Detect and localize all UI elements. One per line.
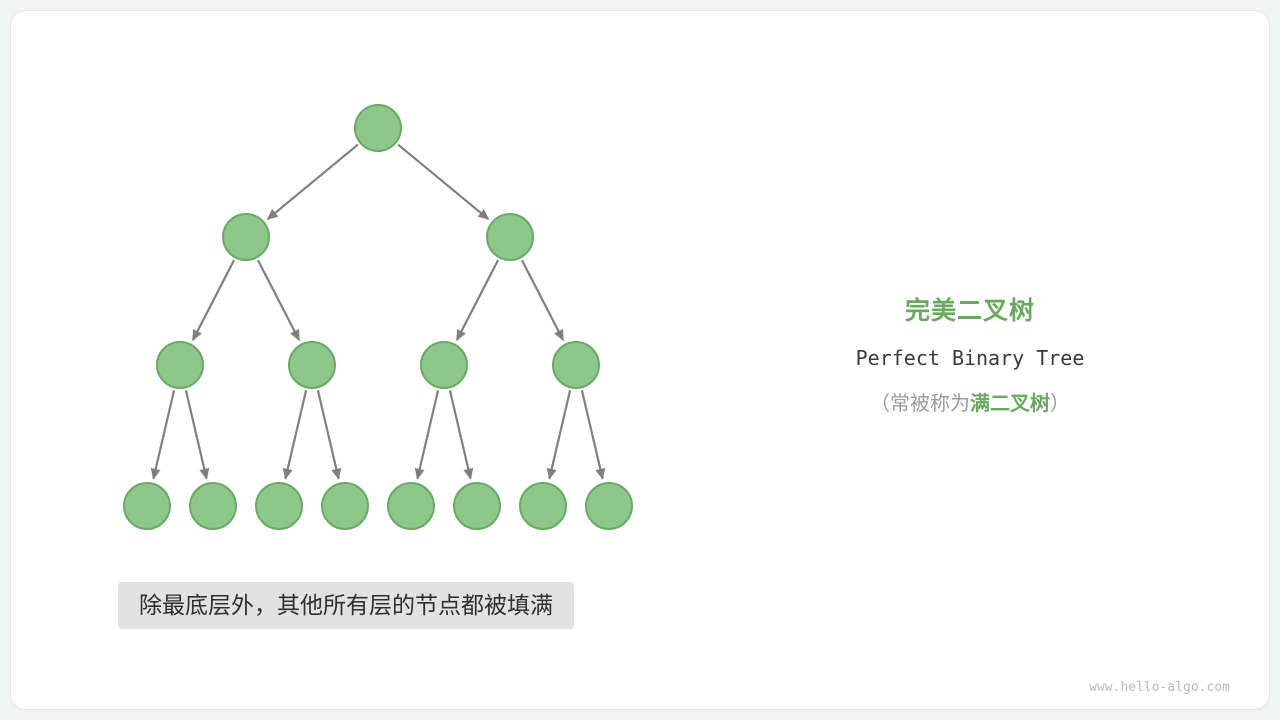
tree-edge: [150, 390, 176, 480]
tree-node: [222, 213, 270, 261]
tree-edge: [184, 390, 210, 480]
tree-node: [255, 482, 303, 530]
tree-edge: [546, 390, 572, 480]
tree-node: [519, 482, 567, 530]
tree-node: [420, 341, 468, 389]
caption-label: 除最底层外，其他所有层的节点都被填满: [118, 582, 574, 629]
note-prefix: （常被称为: [870, 393, 970, 415]
tree-node: [453, 482, 501, 530]
tree-edge: [448, 390, 474, 480]
note-suffix: ）: [1050, 393, 1070, 415]
tree-node: [321, 482, 369, 530]
tree-node: [156, 341, 204, 389]
tree-node: [123, 482, 171, 530]
diagram-title: 完美二叉树: [904, 297, 1035, 325]
tree-edge: [580, 390, 606, 480]
tree-edge: [316, 390, 342, 480]
tree-edge: [397, 143, 490, 221]
tree-node: [354, 104, 402, 152]
watermark-url: www.hello-algo.com: [1089, 680, 1230, 695]
tree-node: [288, 341, 336, 389]
diagram-subtitle-english: Perfect Binary Tree: [855, 346, 1085, 370]
tree-edge: [282, 390, 308, 480]
tree-node: [486, 213, 534, 261]
side-text-block: 完美二叉树 Perfect Binary Tree （常被称为满二叉树）: [790, 296, 1150, 418]
tree-edge: [191, 259, 236, 342]
tree-edge: [266, 143, 359, 221]
diagram-note: （常被称为满二叉树）: [790, 390, 1150, 418]
tree-node: [189, 482, 237, 530]
tree-node: [387, 482, 435, 530]
tree-edge: [455, 259, 500, 342]
tree-edge: [520, 259, 565, 342]
tree-edge: [256, 259, 301, 342]
tree-edge: [414, 390, 440, 480]
tree-node: [585, 482, 633, 530]
note-bold-term: 满二叉树: [970, 393, 1050, 415]
tree-node: [552, 341, 600, 389]
